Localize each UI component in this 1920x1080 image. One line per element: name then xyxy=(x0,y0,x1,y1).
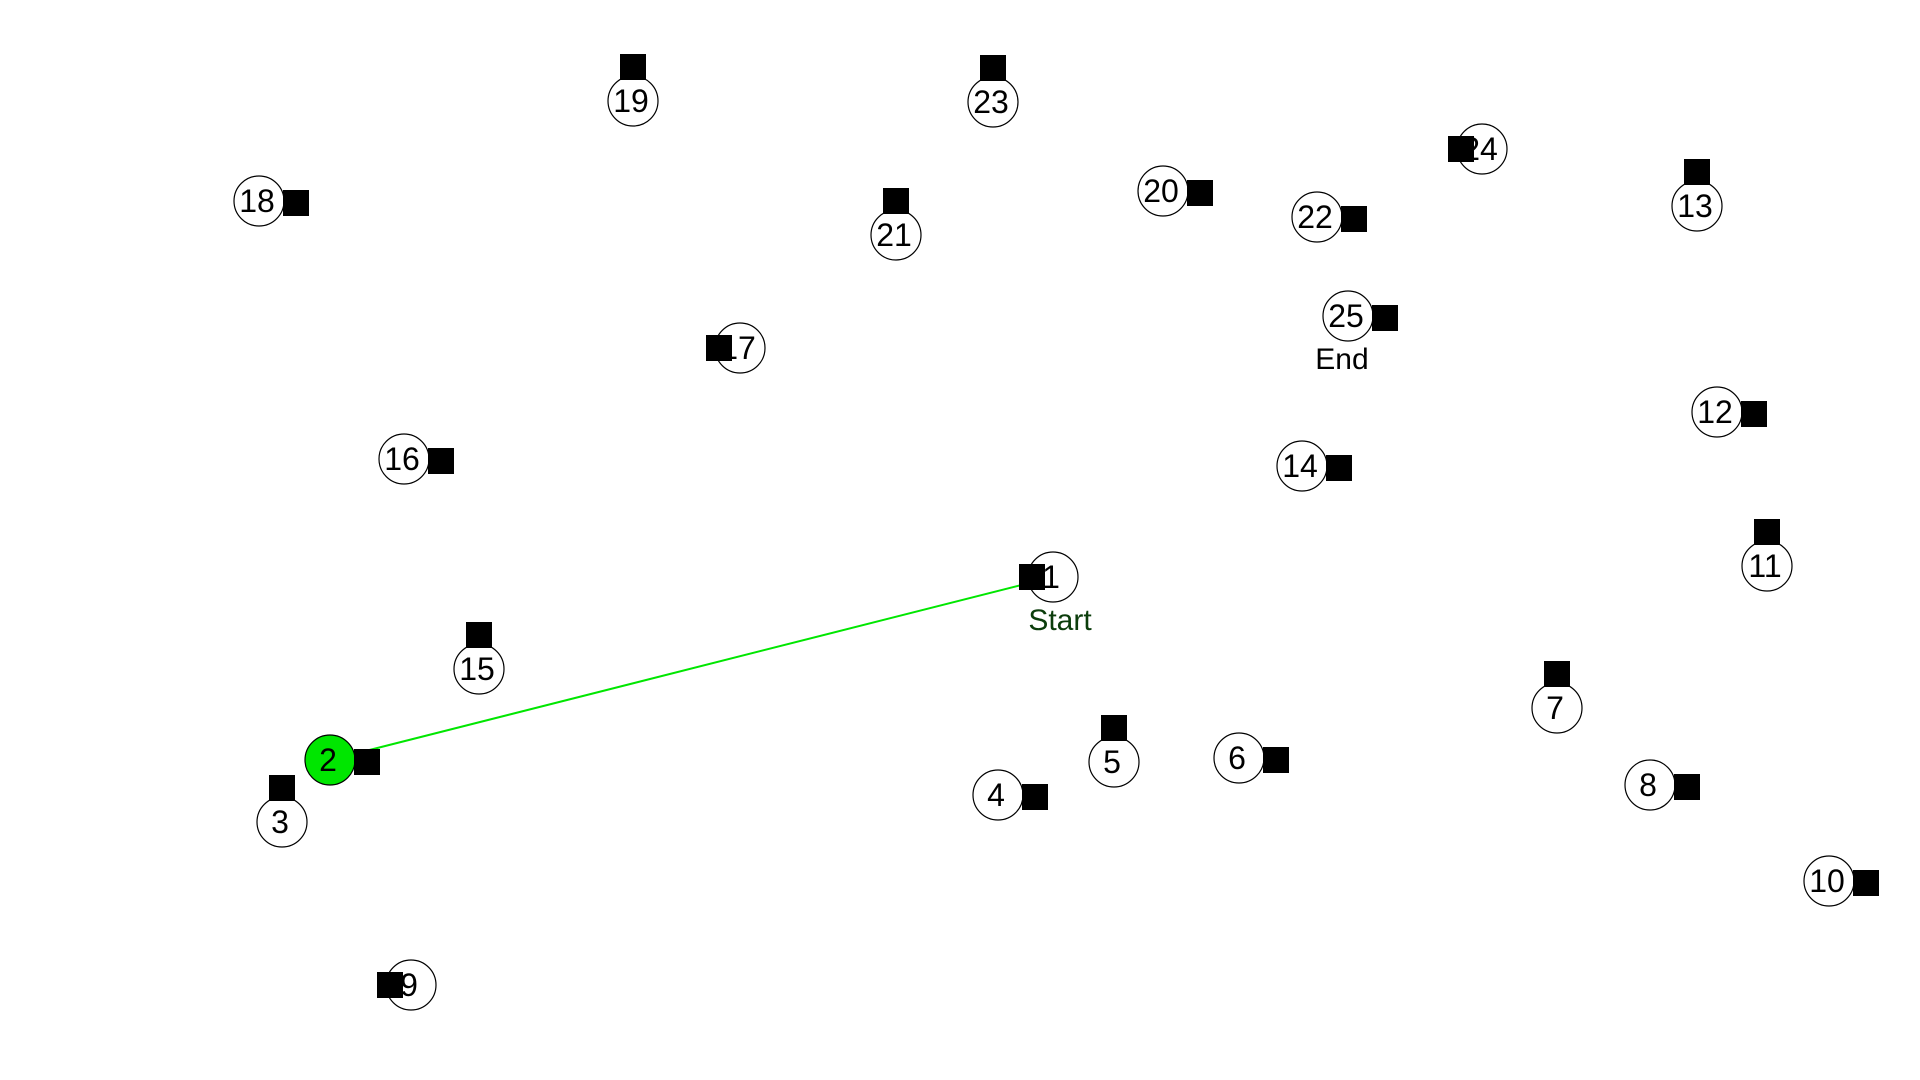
node-marker-square xyxy=(283,190,309,216)
node-label: 6 xyxy=(1228,740,1246,776)
node-marker-square xyxy=(1101,715,1127,741)
node-label: 24 xyxy=(1462,131,1498,167)
node-marker-square xyxy=(1341,206,1367,232)
node-marker-square xyxy=(1019,564,1045,590)
node-label: 18 xyxy=(239,183,275,219)
node-label: 10 xyxy=(1809,863,1845,899)
node-marker-square xyxy=(466,622,492,648)
node-9[interactable]: 9 xyxy=(377,959,437,1011)
node-label: 4 xyxy=(987,777,1005,813)
node-marker-square xyxy=(706,335,732,361)
node-label: 1 xyxy=(1042,559,1060,595)
node-marker-square xyxy=(883,188,909,214)
node-24[interactable]: 24 xyxy=(1448,123,1508,175)
node-marker-square xyxy=(1372,305,1398,331)
node-marker-square xyxy=(1684,159,1710,185)
node-marker-square xyxy=(1674,774,1700,800)
node-7[interactable]: 7 xyxy=(1531,661,1583,734)
node-label: 17 xyxy=(720,330,756,366)
end-label: End xyxy=(1315,343,1368,376)
start-label: Start xyxy=(1028,604,1092,637)
node-marker-square xyxy=(1326,455,1352,481)
node-marker-square xyxy=(980,55,1006,81)
node-marker-square xyxy=(377,972,403,998)
node-label: 22 xyxy=(1297,199,1333,235)
node-23[interactable]: 23 xyxy=(967,55,1019,128)
node-5[interactable]: 5 xyxy=(1088,715,1140,788)
node-15[interactable]: 15 xyxy=(453,622,505,695)
node-10[interactable]: 10 xyxy=(1803,855,1879,907)
node-label: 21 xyxy=(876,217,912,253)
node-21[interactable]: 21 xyxy=(870,188,922,261)
node-marker-square xyxy=(1022,784,1048,810)
path-edge-1-2 xyxy=(329,576,1054,761)
node-11[interactable]: 11 xyxy=(1741,519,1793,592)
node-marker-square xyxy=(428,448,454,474)
node-marker-square xyxy=(1187,180,1213,206)
node-marker-square xyxy=(354,749,380,775)
node-label: 15 xyxy=(459,651,495,687)
node-12[interactable]: 12 xyxy=(1691,386,1767,438)
node-label: 11 xyxy=(1748,548,1781,584)
node-8[interactable]: 8 xyxy=(1624,759,1700,811)
node-3[interactable]: 3 xyxy=(256,775,308,848)
node-marker-square xyxy=(1448,136,1474,162)
node-label: 8 xyxy=(1639,767,1657,803)
node-marker-square xyxy=(1754,519,1780,545)
node-label: 9 xyxy=(400,967,418,1003)
node-4[interactable]: 4 xyxy=(972,769,1048,821)
node-marker-square xyxy=(269,775,295,801)
node-13[interactable]: 13 xyxy=(1671,159,1723,232)
node-label: 25 xyxy=(1328,298,1364,334)
node-marker-square xyxy=(1544,661,1570,687)
node-label: 20 xyxy=(1143,173,1179,209)
node-label: 16 xyxy=(384,441,420,477)
node-label: 5 xyxy=(1103,744,1121,780)
node-label: 2 xyxy=(319,742,337,778)
node-18[interactable]: 18 xyxy=(233,175,309,227)
node-marker-square xyxy=(620,54,646,80)
node-19[interactable]: 19 xyxy=(607,54,659,127)
node-marker-square xyxy=(1853,870,1879,896)
node-20[interactable]: 20 xyxy=(1137,165,1213,217)
node-6[interactable]: 6 xyxy=(1213,732,1289,784)
node-label: 14 xyxy=(1282,448,1318,484)
node-22[interactable]: 22 xyxy=(1291,191,1367,243)
path-edges xyxy=(329,576,1054,761)
node-marker-square xyxy=(1263,747,1289,773)
node-label: 23 xyxy=(973,84,1009,120)
node-14[interactable]: 14 xyxy=(1276,440,1352,492)
node-label: 7 xyxy=(1546,690,1564,726)
node-label: 13 xyxy=(1677,188,1713,224)
node-label: 3 xyxy=(271,804,289,840)
node-label: 19 xyxy=(613,83,649,119)
node-17[interactable]: 17 xyxy=(706,322,766,374)
node-16[interactable]: 16 xyxy=(378,433,454,485)
node-marker-square xyxy=(1741,401,1767,427)
node-label: 12 xyxy=(1697,394,1733,430)
node-2[interactable]: 2 xyxy=(304,734,380,786)
